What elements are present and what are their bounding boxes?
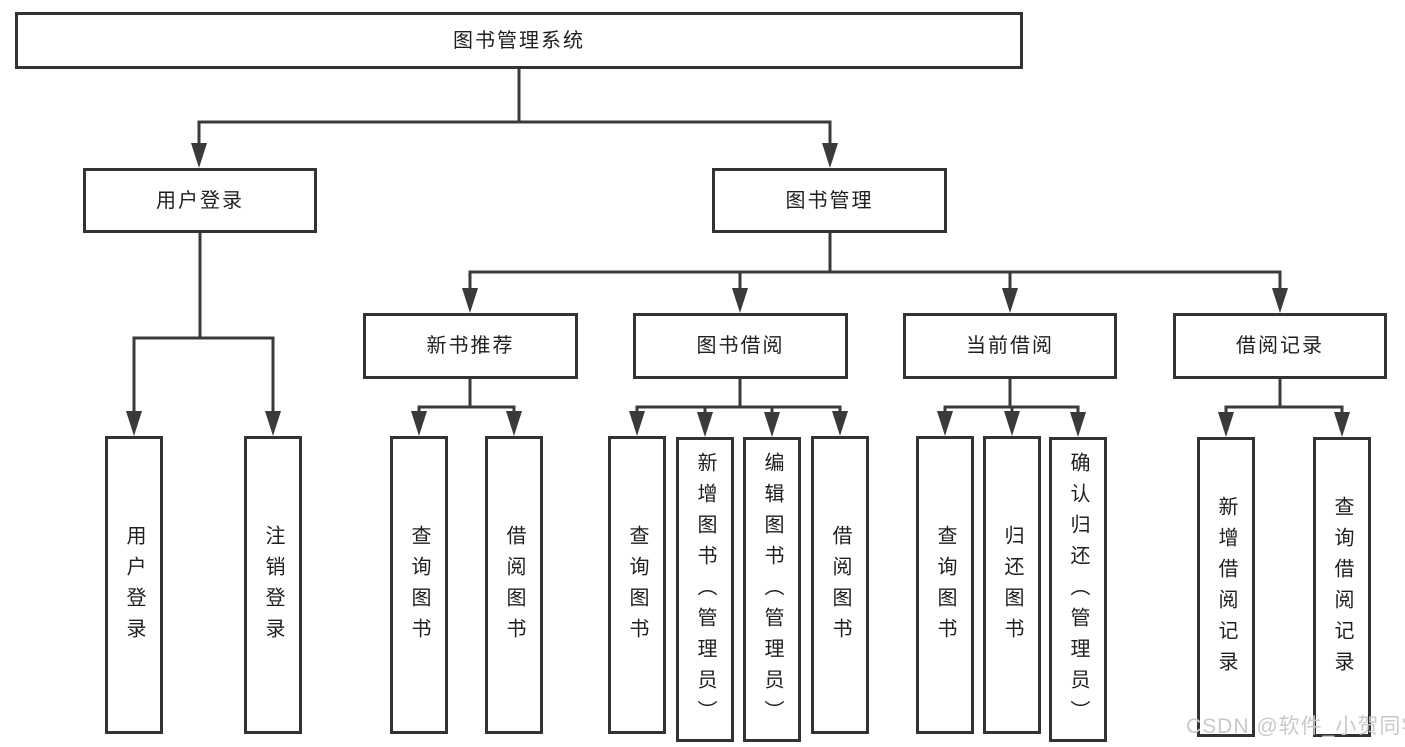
leaf-query-books-borrowing: 查询图书: [608, 436, 666, 734]
leaf-confirm-return-admin: 确认归还（管理员）: [1049, 437, 1107, 742]
leaf-return-books: 归还图书: [983, 436, 1041, 734]
leaf-borrow-books-borrowing: 借阅图书: [811, 436, 869, 734]
csdn-watermark: CSDN @软件_小贺同学: [1186, 715, 1405, 738]
node-borrowing-records: 借阅记录: [1173, 313, 1387, 379]
leaf-query-books-current: 查询图书: [916, 436, 974, 734]
node-book-management: 图书管理: [712, 168, 947, 233]
leaf-add-borrow-record: 新增借阅记录: [1197, 437, 1255, 737]
node-new-book-recommendation: 新书推荐: [363, 313, 578, 379]
leaf-query-borrow-record: 查询借阅记录: [1313, 437, 1371, 737]
leaf-edit-book-admin: 编辑图书（管理员）: [743, 437, 801, 742]
node-library-management-system: 图书管理系统: [15, 12, 1023, 69]
leaf-user-login: 用户登录: [105, 436, 163, 734]
node-book-borrowing: 图书借阅: [633, 313, 848, 379]
node-current-borrowing: 当前借阅: [903, 313, 1117, 379]
leaf-borrow-books-recommend: 借阅图书: [485, 436, 543, 734]
leaf-query-books-recommend: 查询图书: [390, 436, 448, 734]
leaf-add-book-admin: 新增图书（管理员）: [676, 437, 734, 742]
node-user-login: 用户登录: [83, 168, 317, 233]
leaf-logout: 注销登录: [244, 436, 302, 734]
